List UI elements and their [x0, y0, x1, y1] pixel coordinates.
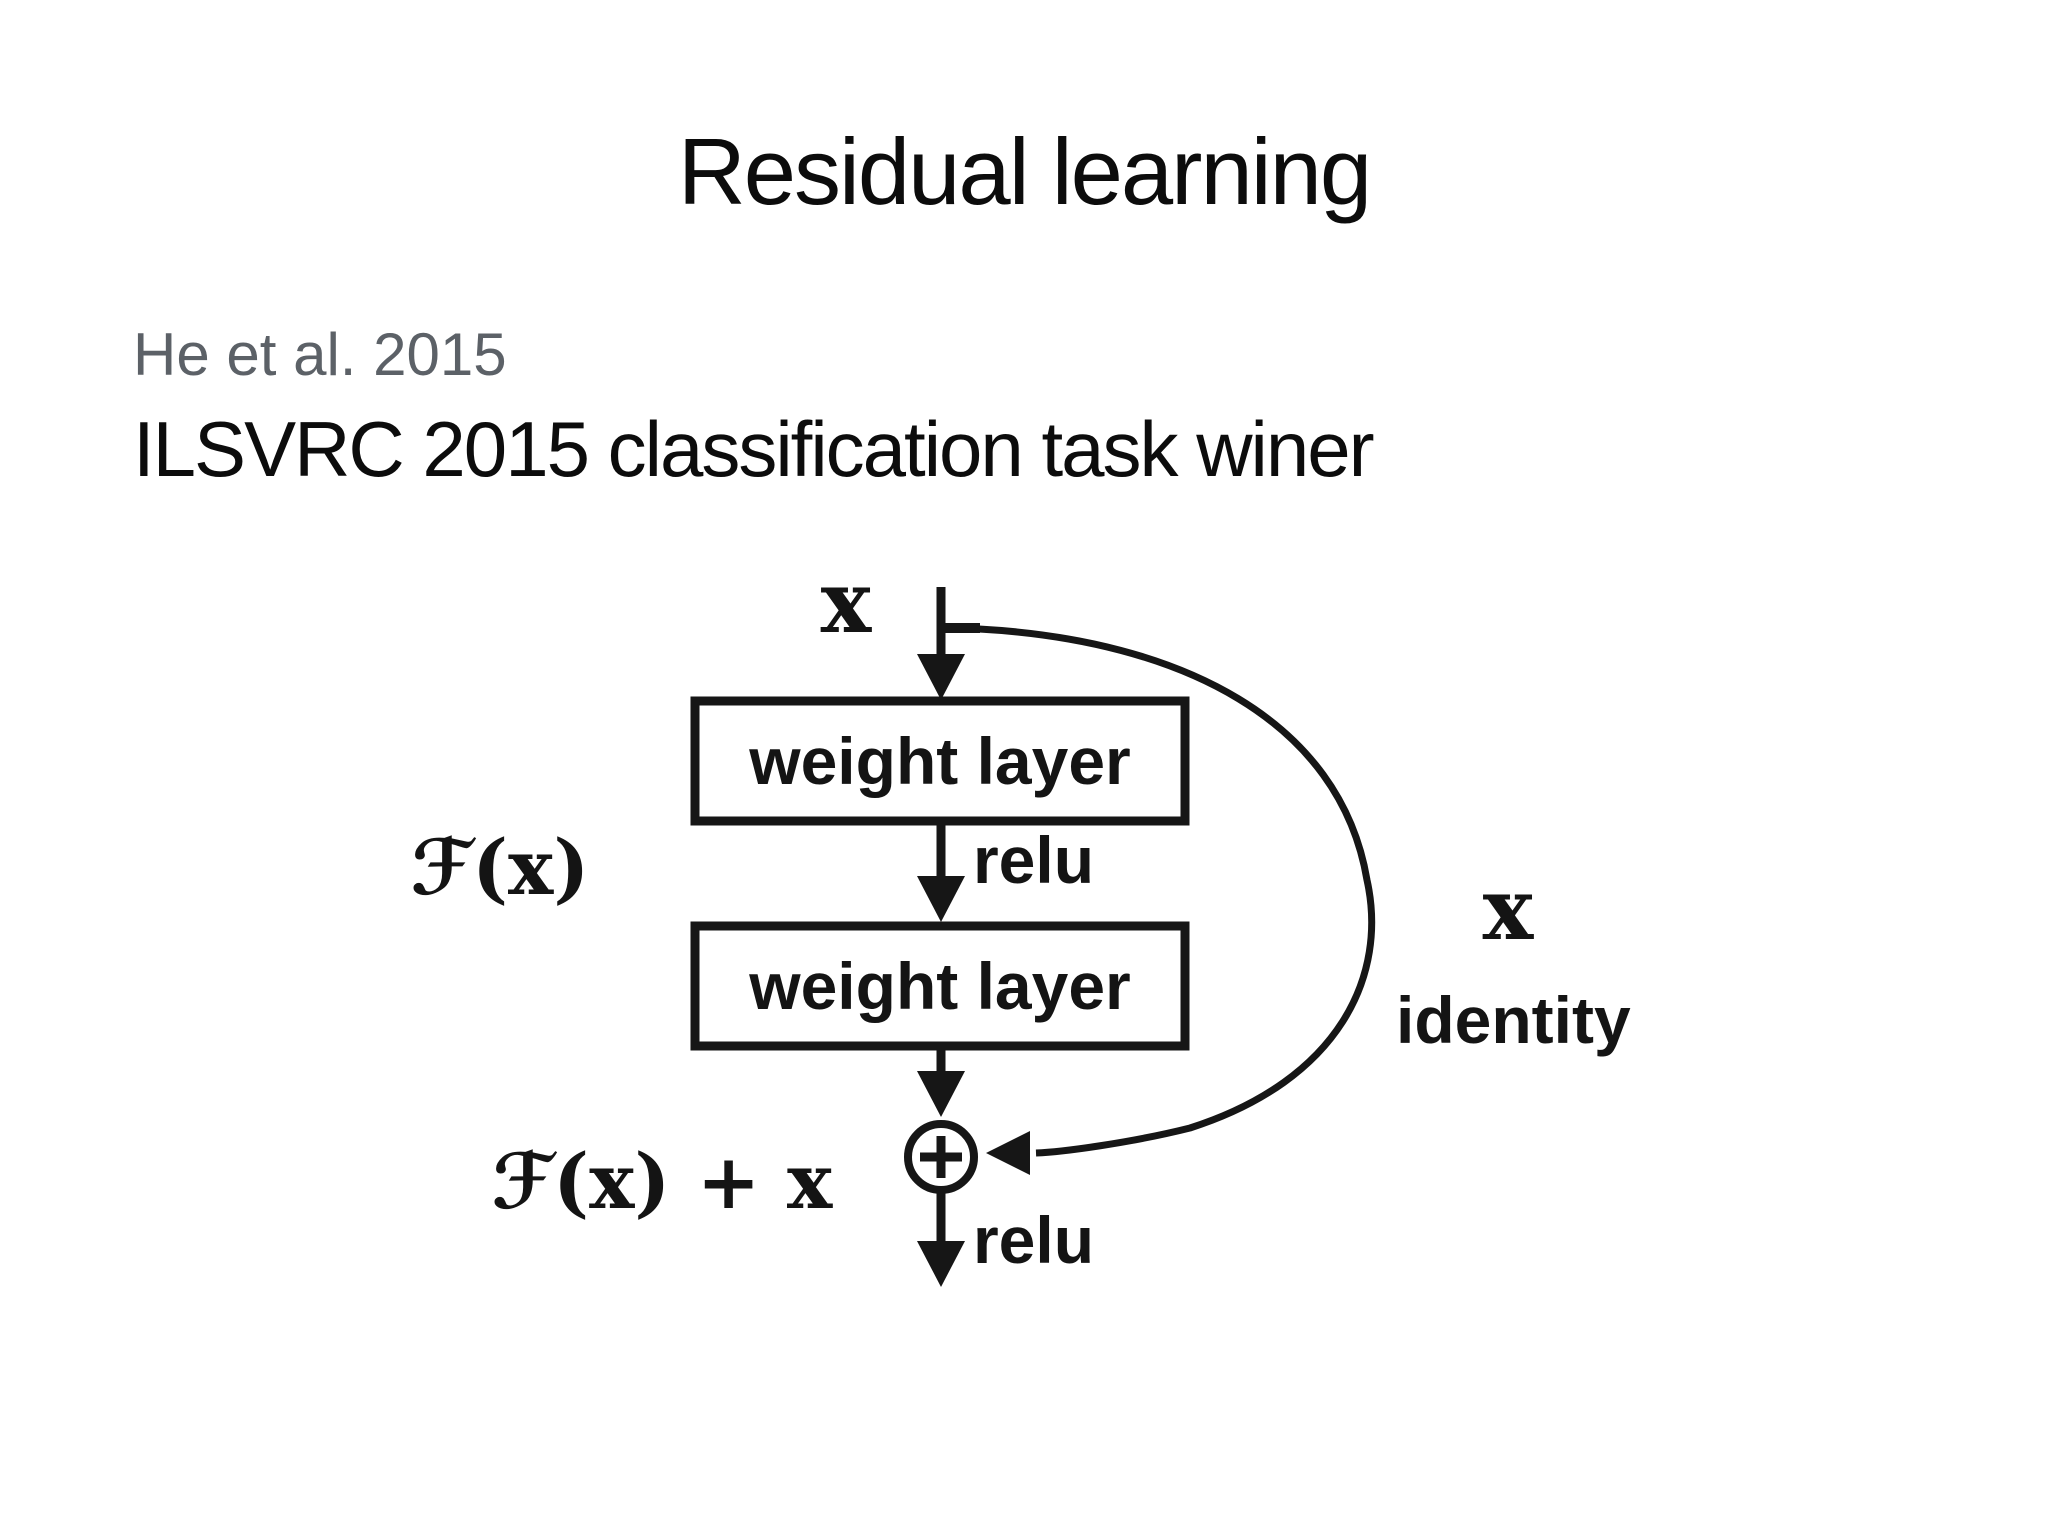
weight-layer-2-label: weight layer — [749, 949, 1131, 1023]
input-arrowhead-icon — [917, 654, 965, 700]
plus-icon — [920, 1136, 962, 1178]
skip-arrowhead-icon — [986, 1131, 1030, 1175]
weight-layer-1-label: weight layer — [749, 724, 1131, 798]
relu-1-label: relu — [973, 823, 1095, 897]
sum-arrowhead-icon — [917, 1071, 965, 1117]
identity-label: identity — [1396, 983, 1631, 1057]
output-arrow — [917, 1190, 965, 1287]
relu-arrow — [917, 821, 965, 922]
skip-connection-curve — [978, 625, 1376, 1157]
output-sum-label: ℱ(x) + x — [491, 1137, 833, 1226]
relu-2-label: relu — [973, 1203, 1095, 1277]
slide-subtitle: ILSVRC 2015 classification task winer — [133, 405, 1375, 493]
plus-circle-node — [904, 1120, 978, 1194]
slide-title: Residual learning — [677, 119, 1372, 224]
relu-arrowhead-icon — [917, 876, 965, 922]
skip-x-label: x — [1482, 860, 1534, 960]
slide-byline: He et al. 2015 — [133, 321, 507, 388]
input-arrow — [917, 587, 965, 700]
sum-input-arrow — [917, 1046, 965, 1117]
output-arrowhead-icon — [917, 1241, 965, 1287]
residual-function-label: ℱ(x) — [410, 823, 590, 912]
input-x-label: x — [820, 553, 872, 653]
weight-layer-2-box — [690, 921, 1190, 1051]
